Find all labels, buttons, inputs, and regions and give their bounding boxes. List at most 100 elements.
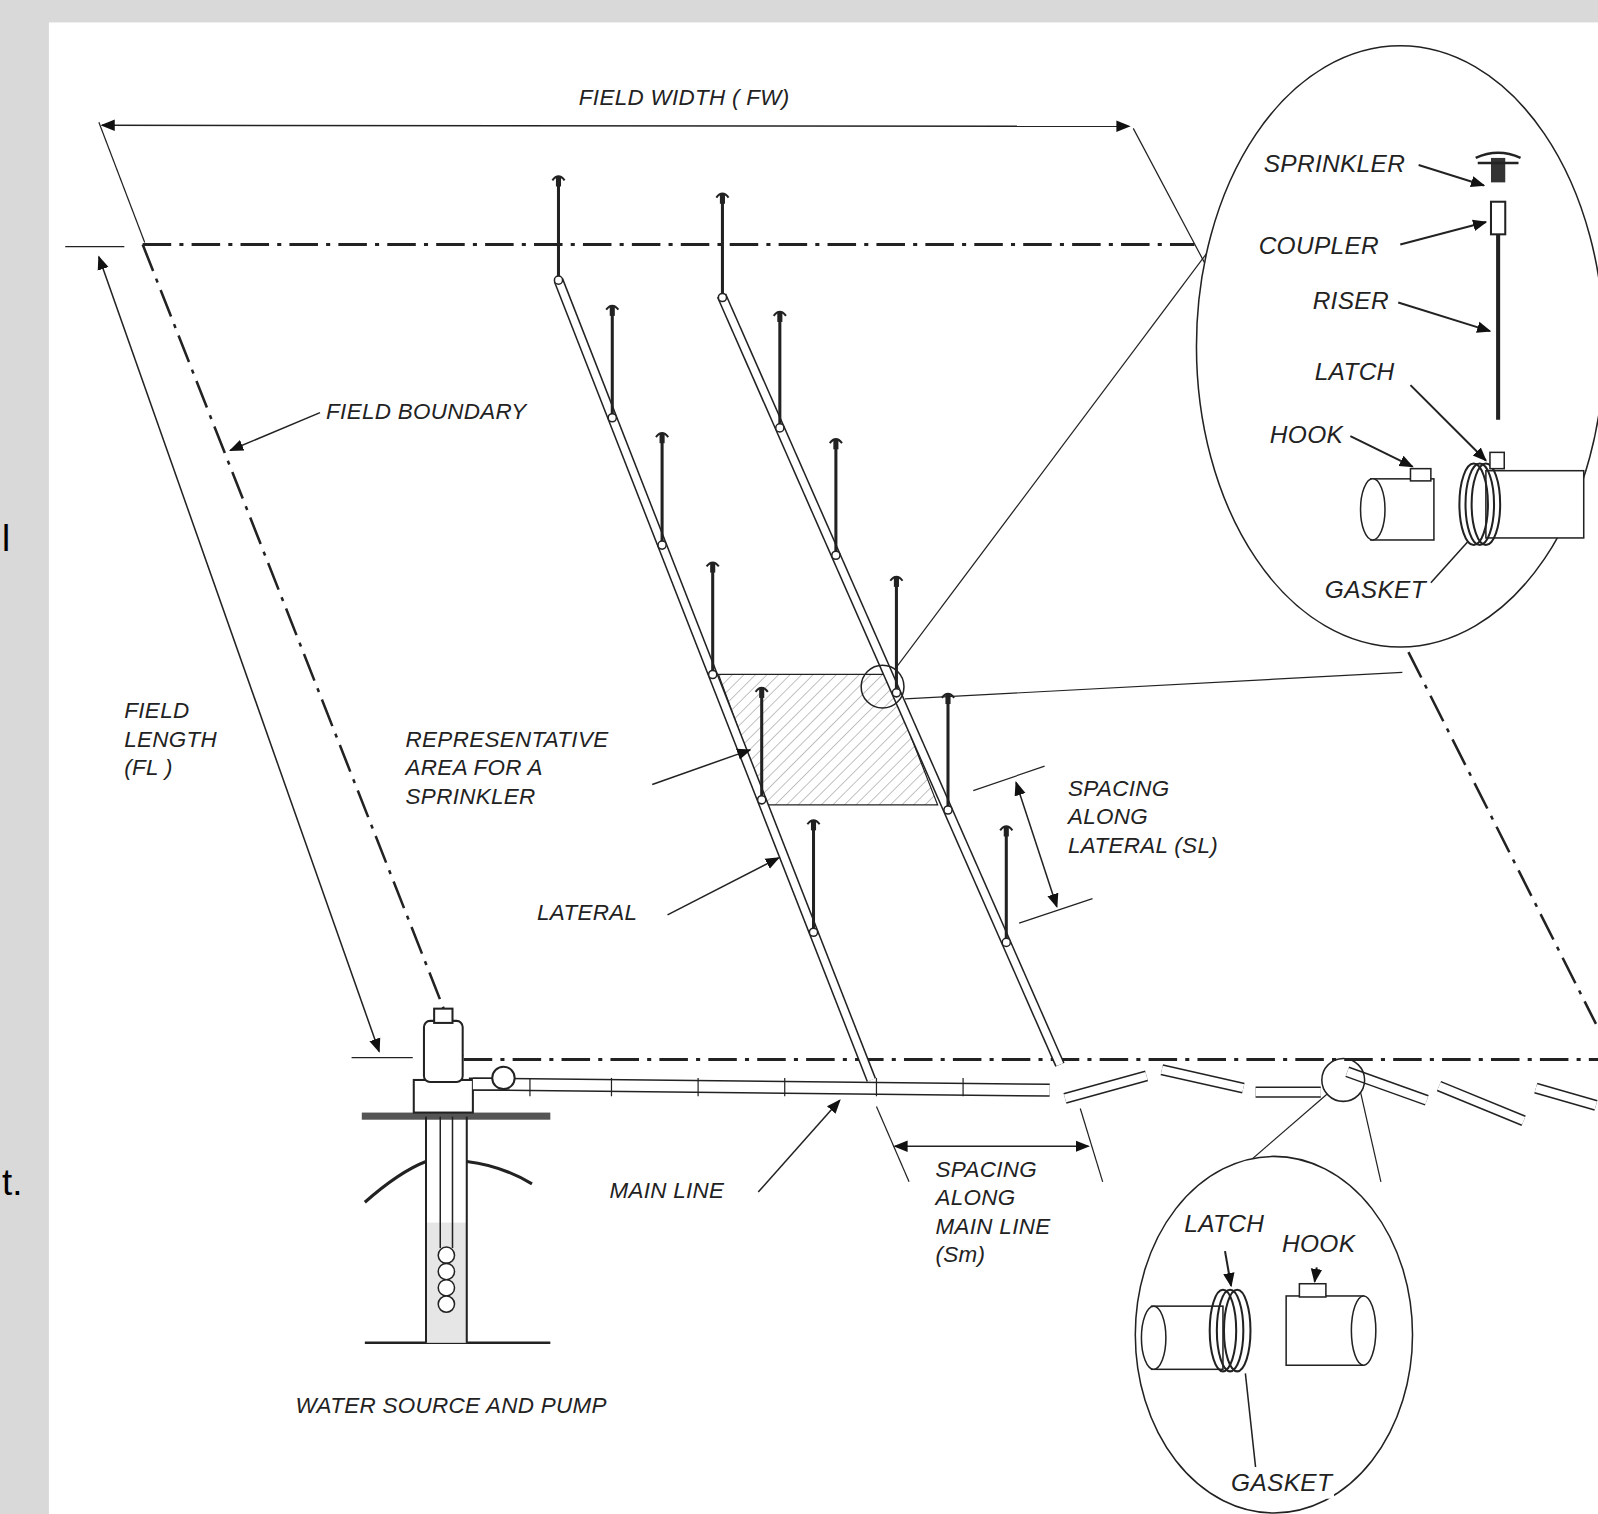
leader-line: [230, 413, 320, 451]
sprinkler-head: [759, 688, 764, 698]
sprinkler-head: [720, 194, 725, 204]
sprinkler-head: [1004, 826, 1009, 836]
riser-joint: [809, 928, 817, 936]
slide-text-fragment: t.: [2, 1161, 22, 1204]
well-casing: [466, 1117, 468, 1343]
riser: [834, 447, 837, 555]
leader-line: [668, 858, 779, 915]
main-line-section: [1065, 1076, 1147, 1098]
sprinkler-head: [894, 577, 899, 587]
detail-inset: [1196, 46, 1598, 647]
detail-inset: [1135, 1156, 1412, 1513]
sprinkler-head: [610, 306, 615, 316]
panel: [49, 22, 1598, 1514]
riser: [557, 184, 560, 280]
pump-cap: [434, 1009, 452, 1023]
latch-ring: [1224, 1290, 1250, 1372]
main-line-section: [1439, 1086, 1524, 1121]
part-name: MAIN LINE: [607, 1177, 726, 1206]
main-line-section: [1162, 1070, 1244, 1088]
leader-line: [1398, 303, 1490, 332]
main-line-section: [1536, 1088, 1596, 1105]
riser-joint: [892, 689, 900, 697]
riser-joint: [776, 424, 784, 432]
lateral-pipe: [722, 295, 1060, 1064]
extension-line: [99, 122, 145, 242]
field-boundary: [143, 245, 464, 1060]
main-line-section: [1439, 1086, 1524, 1121]
extension-line: [973, 766, 1044, 790]
riser: [812, 828, 815, 932]
valve: [492, 1067, 514, 1089]
riser: [661, 441, 664, 545]
extension-line: [876, 1106, 909, 1181]
riser: [721, 202, 724, 298]
riser: [1005, 834, 1008, 942]
pump-bowl: [438, 1247, 454, 1263]
part-name: GASKET: [1229, 1467, 1334, 1498]
riser: [946, 702, 949, 810]
sprinkler-head: [945, 694, 950, 704]
dimension-line: [1016, 782, 1057, 906]
well-water: [426, 1223, 467, 1343]
leader-line: [1419, 165, 1484, 185]
sprinkler-body: [1491, 158, 1505, 182]
column-pipe: [452, 1117, 454, 1248]
lateral-pipe: [558, 280, 871, 1080]
riser: [895, 585, 898, 693]
field-boundary: [1408, 652, 1596, 1024]
riser: [611, 314, 614, 418]
detail-circle: [861, 665, 904, 708]
riser-joint: [709, 670, 717, 678]
part-name: LATCH: [1182, 1208, 1266, 1239]
part-name: HOOK: [1280, 1229, 1357, 1260]
main-line-section: [1256, 1087, 1321, 1098]
dimension-line: [99, 257, 379, 1052]
main-line-section: [1256, 1088, 1321, 1096]
sprinkler-head: [710, 562, 715, 572]
part-name: LATCH: [1313, 357, 1397, 388]
dimension-label: SPACING ALONG LATERAL (SL): [1066, 774, 1245, 860]
caption-label: WATER SOURCE AND PUMP: [294, 1392, 609, 1421]
well-casing: [425, 1117, 427, 1343]
ground: [362, 1113, 551, 1120]
leader-line: [1245, 1373, 1255, 1467]
field-boundary: [464, 1058, 1598, 1061]
latch: [1490, 452, 1504, 468]
extension-line: [352, 1057, 413, 1058]
part-name: FIELD BOUNDARY: [324, 397, 528, 426]
pipe-end: [1361, 479, 1385, 540]
column-pipe: [439, 1117, 441, 1248]
riser-joint: [944, 806, 952, 814]
leader-line: [1410, 385, 1485, 460]
dimension-line: [102, 125, 1129, 126]
hook: [1410, 469, 1430, 481]
latch-ring: [1466, 464, 1495, 546]
pipe-joint: [611, 1078, 612, 1096]
sprinkler-head: [811, 820, 816, 830]
drawing: [65, 46, 1598, 1513]
riser-joint: [658, 541, 666, 549]
riser-joint: [554, 276, 562, 284]
pipe-joint: [876, 1078, 877, 1096]
latch-ring: [1217, 1290, 1243, 1372]
dimension-label: SPACING ALONG MAIN LINE (Sm): [934, 1155, 1073, 1270]
main-line-section: [1162, 1070, 1244, 1088]
coupler: [1491, 202, 1505, 235]
part-name: HOOK: [1268, 420, 1345, 451]
drawdown-curve: [365, 1161, 426, 1202]
leader-line: [652, 750, 750, 785]
hook: [1299, 1284, 1325, 1297]
pump-base: [414, 1080, 473, 1113]
sprinkler-head: [777, 312, 782, 322]
part-name: LATERAL: [535, 899, 639, 928]
riser: [1496, 234, 1500, 419]
part-name: COUPLER: [1257, 230, 1381, 261]
part-name: RISER: [1311, 285, 1391, 316]
drawdown-curve: [467, 1161, 532, 1183]
leader-line: [1431, 542, 1468, 583]
lateral-pipe: [722, 295, 1060, 1064]
part-name: REPRESENTATIVE AREA FOR A SPRINKLER: [404, 725, 634, 811]
